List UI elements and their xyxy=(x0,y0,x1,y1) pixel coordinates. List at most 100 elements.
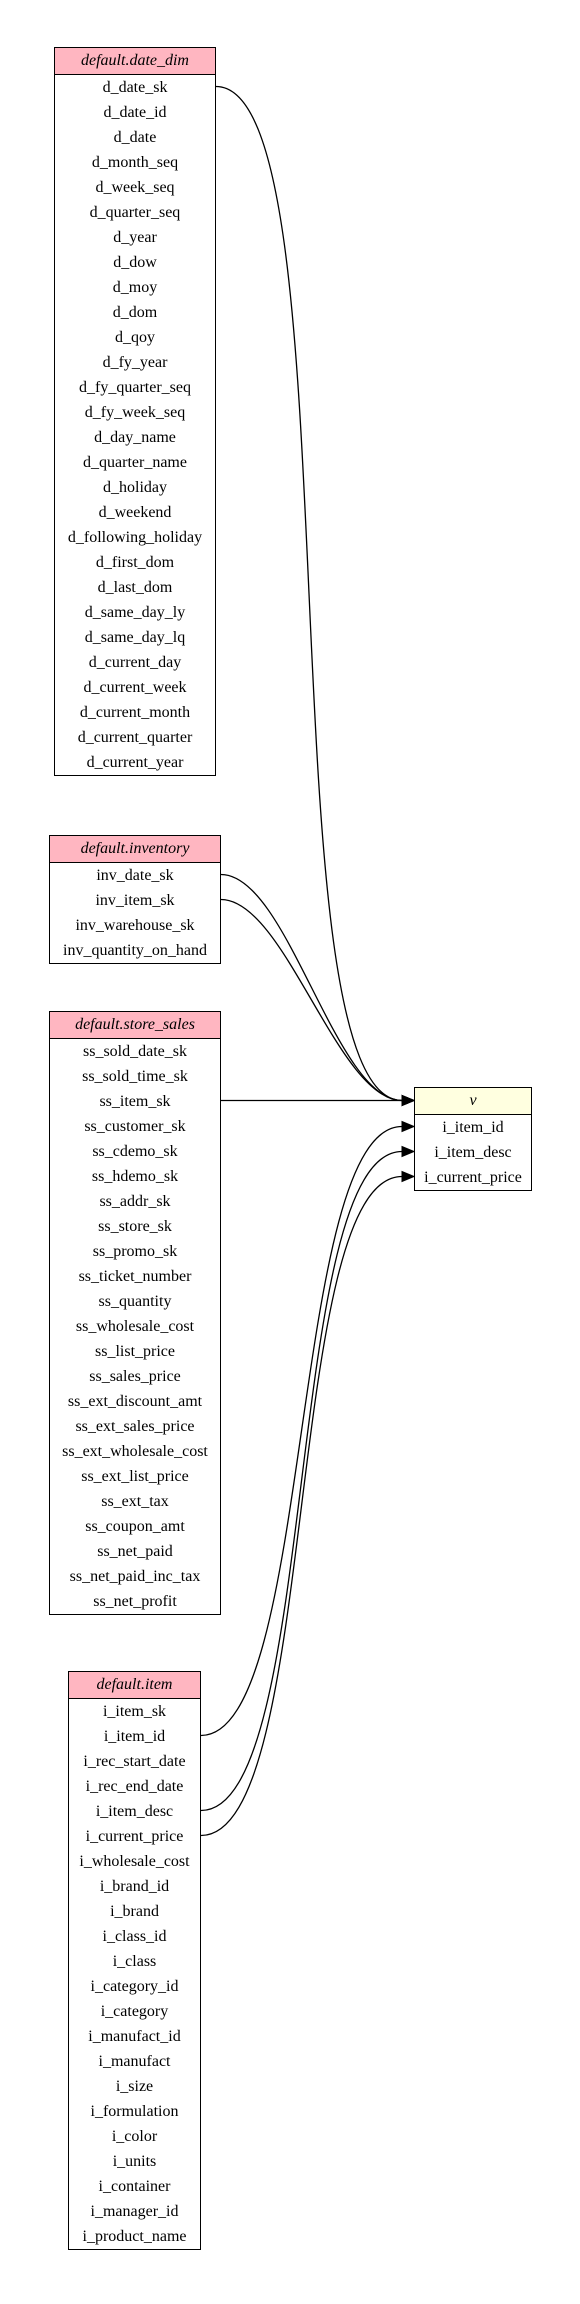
table-item[interactable]: default.item i_item_sk i_item_id i_rec_sta… xyxy=(68,1671,201,2250)
table-column-row[interactable]: i_item_id xyxy=(103,1728,166,1745)
table-column-row[interactable]: d_fy_quarter_seq xyxy=(79,379,191,396)
table-column-row[interactable]: d_moy xyxy=(112,279,158,296)
table-column-row[interactable]: ss_sales_price xyxy=(89,1368,181,1385)
column-list: d_date_sk d_date_id d_date d_month_seq d_wee… xyxy=(55,75,215,775)
table-column-row[interactable]: d_following_holiday xyxy=(67,529,203,546)
table-column-row[interactable]: d_quarter_name xyxy=(83,454,187,471)
table-column-row[interactable]: ss_ext_tax xyxy=(101,1493,169,1510)
table-column-row[interactable]: inv_item_sk xyxy=(95,892,175,909)
table-v[interactable]: v i_item_id i_item_desc i_current_price xyxy=(414,1087,532,1191)
table-column-row[interactable]: ss_sold_date_sk xyxy=(83,1043,187,1060)
table-column-row[interactable]: inv_quantity_on_hand xyxy=(63,942,207,959)
lineage-edge xyxy=(215,85,403,1102)
table-column-row[interactable]: d_current_quarter xyxy=(77,729,193,746)
table-column-row[interactable]: i_units xyxy=(112,2153,157,2170)
table-column-row[interactable]: ss_hdemo_sk xyxy=(91,1168,179,1185)
table-column-row[interactable]: d_current_month xyxy=(79,704,191,721)
table-column-row[interactable]: d_same_day_lq xyxy=(84,629,186,646)
table-column-row[interactable]: i_category_id xyxy=(90,1978,179,1995)
table-column-row[interactable]: d_fy_week_seq xyxy=(84,404,186,421)
table-column-row[interactable]: i_manufact_id xyxy=(88,2028,181,2045)
table-column-row[interactable]: ss_ext_discount_amt xyxy=(67,1393,203,1410)
table-column-row[interactable]: d_holiday xyxy=(103,479,167,496)
table-column-row[interactable]: d_date_id xyxy=(103,104,167,121)
table-column-row[interactable]: i_current_price xyxy=(424,1169,522,1186)
table-column-row[interactable]: ss_cdemo_sk xyxy=(92,1143,178,1160)
table-column-row[interactable]: d_current_day xyxy=(88,654,182,671)
table-column-row[interactable]: d_first_dom xyxy=(95,554,175,571)
table-column-row[interactable]: ss_store_sk xyxy=(98,1218,172,1235)
table-header: v xyxy=(415,1088,531,1115)
table-column-row[interactable]: d_current_week xyxy=(83,679,187,696)
column-list: i_item_sk i_item_id i_rec_start_date i_rec_… xyxy=(69,1699,200,2249)
table-column-row[interactable]: i_rec_end_date xyxy=(85,1778,184,1795)
table-column-row[interactable]: i_size xyxy=(115,2078,154,2095)
table-header: default.item xyxy=(69,1672,200,1699)
table-column-row[interactable]: d_last_dom xyxy=(97,579,173,596)
table-column-row[interactable]: i_brand xyxy=(110,1903,159,1920)
table-column-row[interactable]: d_same_day_ly xyxy=(84,604,186,621)
table-column-row[interactable]: ss_customer_sk xyxy=(84,1118,186,1135)
arrowhead-icon xyxy=(401,1094,416,1107)
table-column-row[interactable]: d_weekend xyxy=(98,504,172,521)
lineage-edge xyxy=(200,1125,403,1737)
table-column-row[interactable]: ss_quantity xyxy=(98,1293,172,1310)
arrowhead-icon xyxy=(401,1120,416,1133)
table-column-row[interactable]: i_rec_start_date xyxy=(83,1753,186,1770)
table-column-row[interactable]: ss_net_paid xyxy=(97,1543,173,1560)
table-column-row[interactable]: i_product_name xyxy=(82,2228,187,2245)
arrowhead-icon xyxy=(401,1145,416,1158)
table-column-row[interactable]: i_wholesale_cost xyxy=(79,1853,190,1870)
table-header: default.date_dim xyxy=(55,48,215,75)
table-column-row[interactable]: i_item_id xyxy=(442,1119,504,1136)
table-column-row[interactable]: i_item_sk xyxy=(102,1703,167,1720)
table-column-row[interactable]: ss_item_sk xyxy=(99,1093,171,1110)
lineage-edge xyxy=(220,898,403,1102)
table-header: default.store_sales xyxy=(50,1012,220,1039)
table-column-row[interactable]: d_qoy xyxy=(115,329,155,346)
table-column-row[interactable]: ss_coupon_amt xyxy=(85,1518,185,1535)
table-column-row[interactable]: d_day_name xyxy=(94,429,176,446)
table-column-row[interactable]: d_date xyxy=(113,129,157,146)
table-column-row[interactable]: d_date_sk xyxy=(102,79,168,96)
table-column-row[interactable]: i_brand_id xyxy=(99,1878,170,1895)
table-column-row[interactable]: ss_addr_sk xyxy=(99,1193,171,1210)
table-column-row[interactable]: i_category xyxy=(100,2003,169,2020)
table-column-row[interactable]: i_class xyxy=(112,1953,157,1970)
table-column-row[interactable]: d_week_seq xyxy=(95,179,175,196)
table-store-sales[interactable]: default.store_sales ss_sold_date_sk ss_so… xyxy=(49,1011,221,1615)
table-column-row[interactable]: d_dow xyxy=(113,254,157,271)
lineage-edge xyxy=(220,873,403,1102)
table-column-row[interactable]: ss_ext_list_price xyxy=(81,1468,189,1485)
table-column-row[interactable]: i_item_desc xyxy=(95,1803,174,1820)
table-column-row[interactable]: i_formulation xyxy=(90,2103,179,2120)
table-column-row[interactable]: ss_list_price xyxy=(95,1343,175,1360)
table-column-row[interactable]: d_quarter_seq xyxy=(89,204,181,221)
table-column-row[interactable]: i_container xyxy=(98,2178,171,2195)
table-column-row[interactable]: ss_ticket_number xyxy=(78,1268,192,1285)
table-column-row[interactable]: inv_date_sk xyxy=(96,867,174,884)
table-column-row[interactable]: i_class_id xyxy=(102,1928,167,1945)
table-column-row[interactable]: ss_promo_sk xyxy=(92,1243,178,1260)
arrowhead-icon xyxy=(401,1170,416,1183)
table-column-row[interactable]: i_manufact xyxy=(98,2053,171,2070)
lineage-edge xyxy=(200,1175,403,1837)
table-column-row[interactable]: ss_ext_sales_price xyxy=(75,1418,195,1435)
table-column-row[interactable]: ss_sold_time_sk xyxy=(82,1068,188,1085)
table-column-row[interactable]: ss_wholesale_cost xyxy=(75,1318,195,1335)
table-column-row[interactable]: ss_ext_wholesale_cost xyxy=(62,1443,208,1460)
table-column-row[interactable]: ss_net_paid_inc_tax xyxy=(69,1568,201,1585)
table-column-row[interactable]: i_manager_id xyxy=(90,2203,179,2220)
table-column-row[interactable]: d_year xyxy=(113,229,157,246)
table-column-row[interactable]: inv_warehouse_sk xyxy=(75,917,195,934)
table-column-row[interactable]: i_item_desc xyxy=(434,1144,512,1161)
table-column-row[interactable]: i_current_price xyxy=(85,1828,184,1845)
table-column-row[interactable]: ss_net_profit xyxy=(93,1593,177,1610)
table-column-row[interactable]: d_current_year xyxy=(86,754,184,771)
table-column-row[interactable]: d_fy_year xyxy=(102,354,168,371)
table-column-row[interactable]: i_color xyxy=(111,2128,158,2145)
table-column-row[interactable]: d_month_seq xyxy=(91,154,179,171)
table-column-row[interactable]: d_dom xyxy=(112,304,158,321)
